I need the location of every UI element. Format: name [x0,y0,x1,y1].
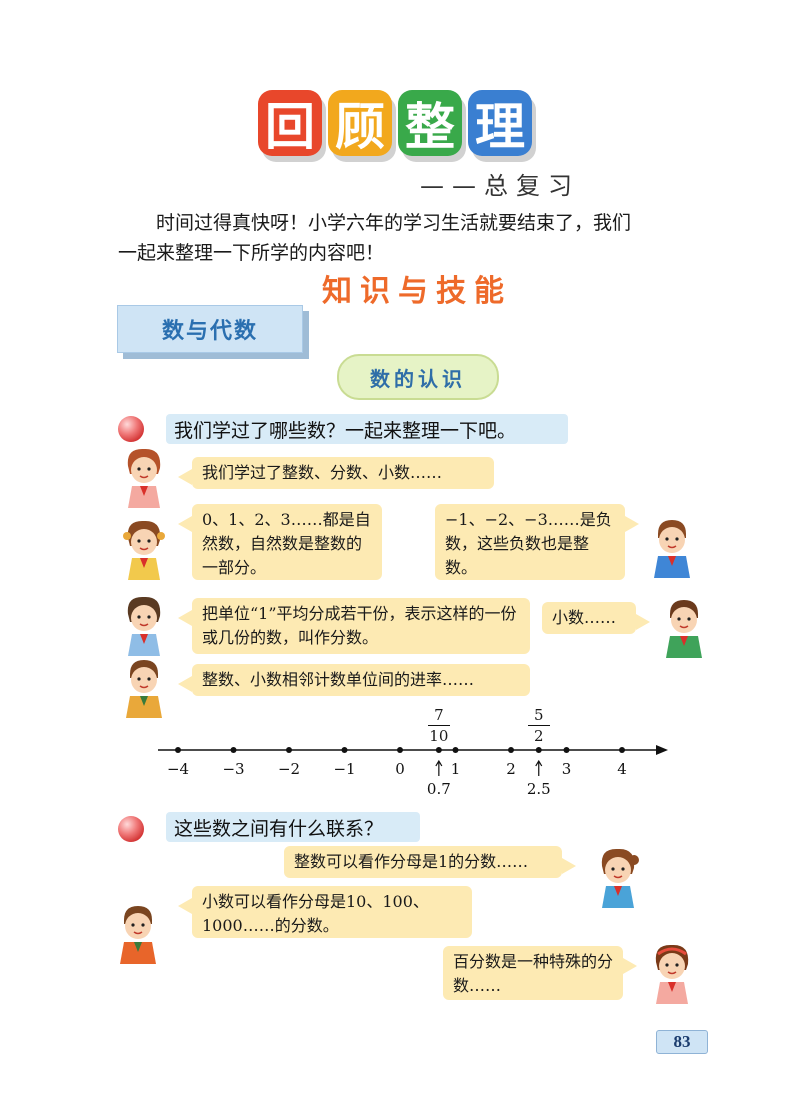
tick-dot [397,747,403,753]
girl-character-icon [601,848,639,908]
speech-bubble-6: 整数、小数相邻计数单位间的进率…… [178,664,530,696]
tick-dot [341,747,348,753]
axis-arrow-icon [656,745,668,755]
speech-bubble-5: 小数…… [542,602,650,634]
title-char-1: 回 [258,90,322,156]
intro-line-2: 一起来整理一下所学的内容吧！ [118,242,385,264]
tick-label: −1 [333,760,356,778]
fraction-denominator: 2 [533,727,544,745]
bubble-text-5: 小数…… [552,608,617,627]
bullet-ball-icon [118,816,144,842]
tick-label: 1 [450,760,461,778]
fraction-bar [427,725,450,726]
boy-character-icon [654,520,690,578]
bubble-text-7: 整数可以看作分母是1的分数…… [294,852,529,871]
title-char-3: 整 [398,90,462,156]
title-char-4: 理 [468,90,532,156]
intro-line-1: 时间过得真快呀！小学六年的学习生活就要结束了，我们 [156,212,632,234]
bubble-text-4: 把单位“1”平均分成若干份，表示这样的一份或几份的数，叫作分数。 [202,604,517,647]
point-dot [435,747,442,753]
tick-label: 3 [561,760,572,778]
decimal-label: 2.5 [526,780,551,798]
tick-label: −4 [166,760,190,778]
tick-dot [563,747,570,753]
tick-label: 2 [506,760,516,778]
point-dot [535,747,542,753]
boy-character-icon [666,600,702,658]
girl-character-icon [655,944,689,1004]
decimal-label: 0.7 [426,780,451,798]
bubble-text-1: 我们学过了整数、分数、小数…… [202,463,443,482]
tick-dot [508,747,514,753]
tick-label: −2 [277,760,301,778]
bubble-text-2: 0、1、2、3……都是自然数，自然数是整数的一部分。 [202,510,371,577]
speech-bubble-9: 百分数是一种特殊的分数…… [443,946,637,1000]
question-1: 我们学过了哪些数？一起来整理一下吧。 [166,414,568,444]
up-arrow-icon [435,759,443,776]
bullet-ball-icon [118,416,144,442]
bubble-text-6: 整数、小数相邻计数单位间的进率…… [202,670,475,689]
speech-bubble-3: −1、−2、−3……是负数，这些负数也是整数。 [435,504,639,580]
speech-bubble-8: 小数可以看作分母是10、100、1000……的分数。 [178,886,472,938]
tick-label: 4 [617,760,627,778]
title-logo: 回 顾 整 理 [258,88,548,166]
speech-bubble-4: 把单位“1”平均分成若干份，表示这样的一份或几份的数，叫作分数。 [178,598,530,654]
question-2: 这些数之间有什么联系？ [166,812,420,842]
fraction-numerator: 7 [434,706,444,724]
speech-bubble-7: 整数可以看作分母是1的分数…… [284,846,576,878]
topic-pill: 数的认识 [337,354,499,400]
tick-dot [175,747,181,753]
fraction-numerator: 5 [533,706,544,724]
intro-paragraph: 时间过得真快呀！小学六年的学习生活就要结束了，我们 一起来整理一下所学的内容吧！ [118,208,718,268]
girl-character-icon [123,520,165,580]
speech-bubble-1: 我们学过了整数、分数、小数…… [178,457,494,489]
title-char-2: 顾 [328,90,392,156]
page-number: 83 [656,1030,708,1054]
fraction-bar [527,725,550,726]
tick-label: 0 [395,760,405,778]
category-tab: 数与代数 [117,305,303,353]
tick-dot [286,747,292,753]
subtitle: ——总复习 [420,172,580,200]
tick-dot [452,747,459,753]
section-heading: 知识与技能 [322,274,512,309]
tick-dot [619,747,625,753]
tick-label: −3 [222,760,245,778]
bubble-text-9: 百分数是一种特殊的分数…… [453,952,614,995]
speech-bubble-2: 0、1、2、3……都是自然数，自然数是整数的一部分。 [178,504,382,580]
boy-character-icon [120,906,156,964]
tick-dot [230,747,237,753]
fraction-denominator: 10 [429,727,449,745]
bubble-text-3: −1、−2、−3……是负数，这些负数也是整数。 [445,510,612,577]
boy-character-icon [126,660,162,718]
bubble-text-8: 小数可以看作分母是10、100、1000……的分数。 [202,892,429,935]
girl-character-icon [127,448,161,508]
girl-character-icon [127,596,161,656]
up-arrow-icon [535,759,543,776]
